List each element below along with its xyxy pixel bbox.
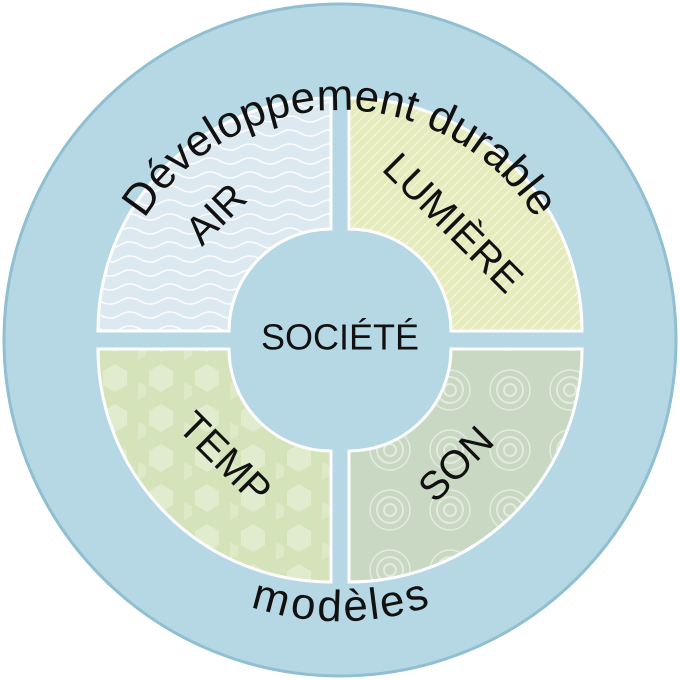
quadrant-temp: [96, 347, 333, 584]
quadrant-son-shape: [347, 347, 584, 584]
quadrant-temp-shape: [96, 347, 333, 584]
quadrant-lumiere: [347, 96, 584, 333]
center-label: SOCIÉTÉ: [261, 317, 419, 358]
center-circle: [240, 240, 440, 440]
quadrant-air: [96, 96, 333, 333]
quadrant-lumiere-shape: [347, 96, 584, 333]
quadrant-son: [347, 347, 584, 584]
quadrant-air-shape: [96, 96, 333, 333]
